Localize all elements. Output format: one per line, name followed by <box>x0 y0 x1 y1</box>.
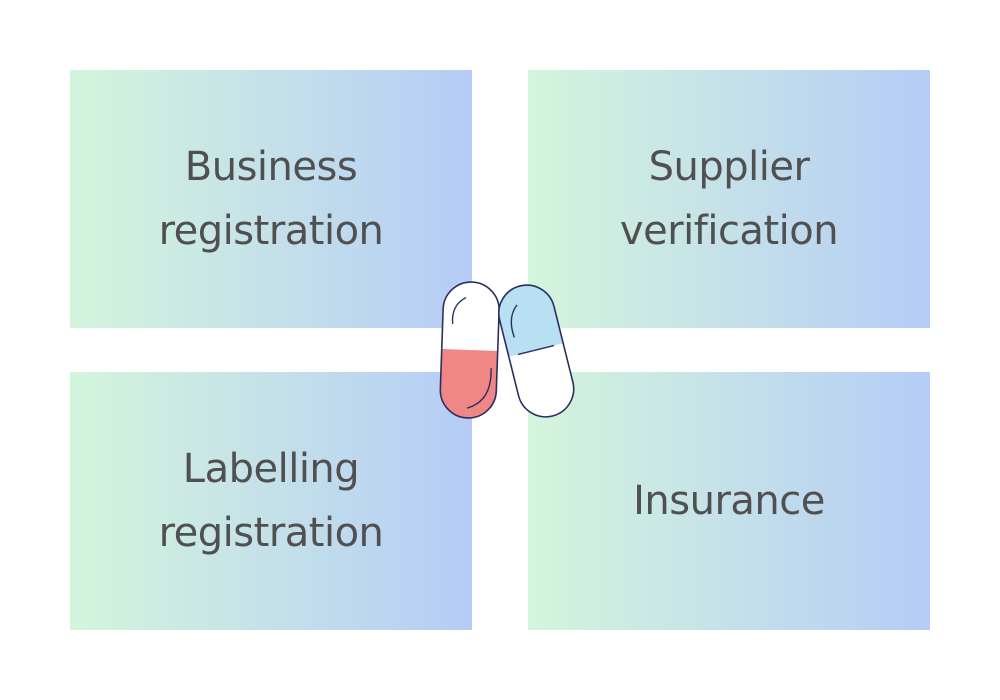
tile-label: Supplier verification <box>619 135 839 263</box>
tile-label-line: Insurance <box>633 478 825 524</box>
capsule-pills-icon <box>439 281 575 419</box>
tile-labelling-registration: Labelling registration <box>70 372 472 630</box>
tile-label-line: Supplier <box>648 144 810 190</box>
tile-label-line: registration <box>158 510 384 556</box>
tile-label: Business registration <box>159 135 384 263</box>
tile-label-line: Business <box>184 144 358 190</box>
tile-supplier-verification: Supplier verification <box>528 70 930 328</box>
capsule-right-icon <box>498 284 575 418</box>
tile-label-line: verification <box>619 208 839 254</box>
capsule-left-icon <box>439 281 500 419</box>
tile-label: Insurance <box>633 469 825 533</box>
tile-insurance: Insurance <box>528 372 930 630</box>
tile-label-line: registration <box>158 208 384 254</box>
tile-label-line: Labelling <box>182 446 360 492</box>
tile-label: Labelling registration <box>159 437 384 565</box>
tile-business-registration: Business registration <box>70 70 472 328</box>
